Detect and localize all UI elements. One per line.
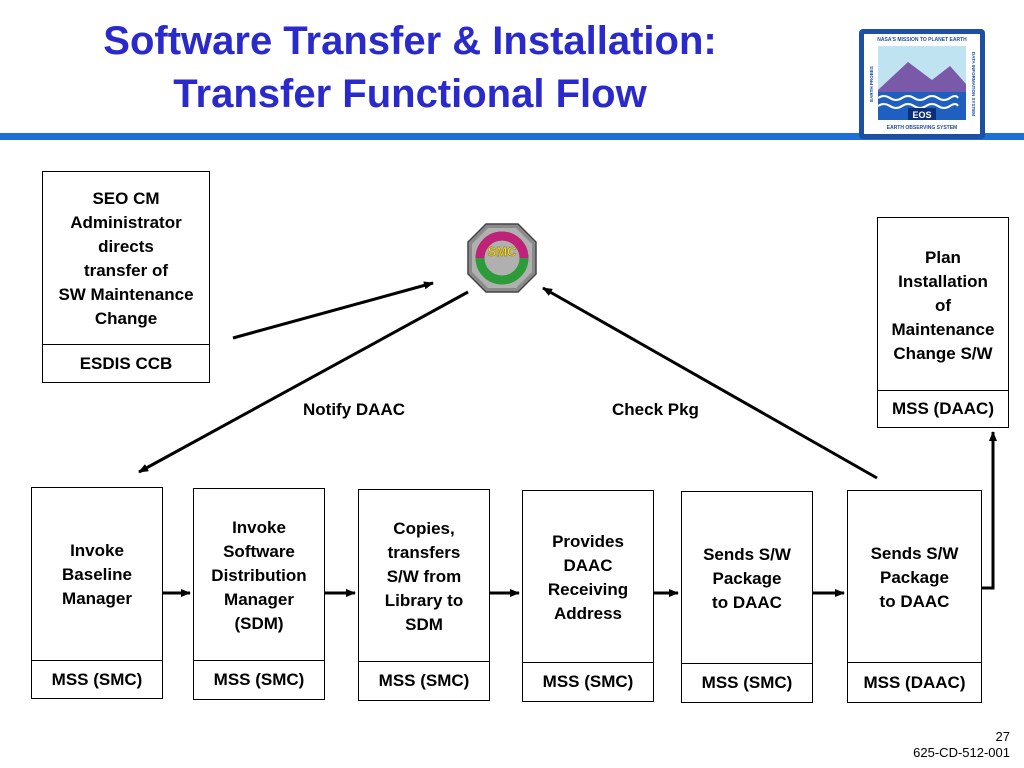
send-package-daac-text: Sends S/W Package to DAAC: [870, 544, 959, 611]
arrow-smc-to-baseline: [138, 290, 469, 474]
sdm-org: MSS (SMC): [213, 670, 305, 689]
doc-number: 625-CD-512-001: [913, 745, 1010, 760]
seo-cm-box: SEO CM Administrator directs transfer of…: [42, 171, 210, 383]
notify-daac-label: Notify DAAC: [303, 400, 405, 419]
copy-library-org: MSS (SMC): [378, 671, 470, 690]
check-pkg-label: Check Pkg: [612, 400, 699, 419]
send-package-smc-org: MSS (SMC): [701, 673, 793, 692]
send-package-smc-box: Sends S/W Package to DAAC MSS (SMC): [681, 491, 813, 703]
smc-icon: SMC: [467, 223, 537, 293]
daac-address-text: Provides DAAC Receiving Address: [547, 532, 629, 623]
baseline-manager-text: Invoke Baseline Manager: [62, 541, 132, 608]
send-package-daac-box: Sends S/W Package to DAAC MSS (DAAC): [847, 490, 982, 703]
baseline-manager-org: MSS (SMC): [51, 669, 143, 689]
page-number: 27: [995, 729, 1010, 744]
seo-cm-org: ESDIS CCB: [79, 353, 173, 373]
seo-cm-text: SEO CM Administrator directs transfer of…: [58, 189, 194, 328]
logo-top-text: NASA'S MISSION TO PLANET EARTH: [877, 37, 967, 43]
send-package-smc-text: Sends S/W Package to DAAC: [703, 545, 791, 612]
send-package-daac-org: MSS (DAAC): [863, 672, 966, 692]
arrow-daac-to-smc: [542, 286, 878, 480]
arrow-seo-to-smc: [232, 281, 434, 340]
copy-library-text: Copies, transfers S/W from Library to SD…: [384, 519, 464, 634]
plan-installation-org: MSS (DAAC): [892, 399, 994, 418]
smc-label: SMC: [488, 244, 518, 259]
logo-badge: EOS: [912, 110, 931, 120]
plan-installation-box: Plan Installation of Maintenance Change …: [877, 217, 1009, 428]
title-divider: [0, 133, 1024, 140]
eos-logo: EOS NASA'S MISSION TO PLANET EARTH EARTH…: [859, 29, 985, 139]
plan-installation-text: Plan Installation of Maintenance Change …: [891, 247, 995, 363]
baseline-manager-box: Invoke Baseline Manager MSS (SMC): [31, 487, 163, 699]
logo-bottom-text: EARTH OBSERVING SYSTEM: [887, 125, 957, 131]
slide-title-line2: Transfer Functional Flow: [173, 72, 647, 116]
daac-address-box: Provides DAAC Receiving Address MSS (SMC…: [522, 490, 654, 702]
logo-right-text: DATA INFORMATION SYSTEM: [971, 52, 976, 116]
sdm-box: Invoke Software Distribution Manager (SD…: [193, 488, 325, 700]
arrow-b6-to-plan: [982, 431, 997, 590]
sdm-text: Invoke Software Distribution Manager (SD…: [211, 518, 307, 633]
slide-title-line1: Software Transfer & Installation:: [103, 19, 717, 63]
logo-left-text: EARTH PROBES: [869, 66, 874, 102]
copy-library-box: Copies, transfers S/W from Library to SD…: [358, 489, 490, 701]
daac-address-org: MSS (SMC): [542, 672, 634, 691]
